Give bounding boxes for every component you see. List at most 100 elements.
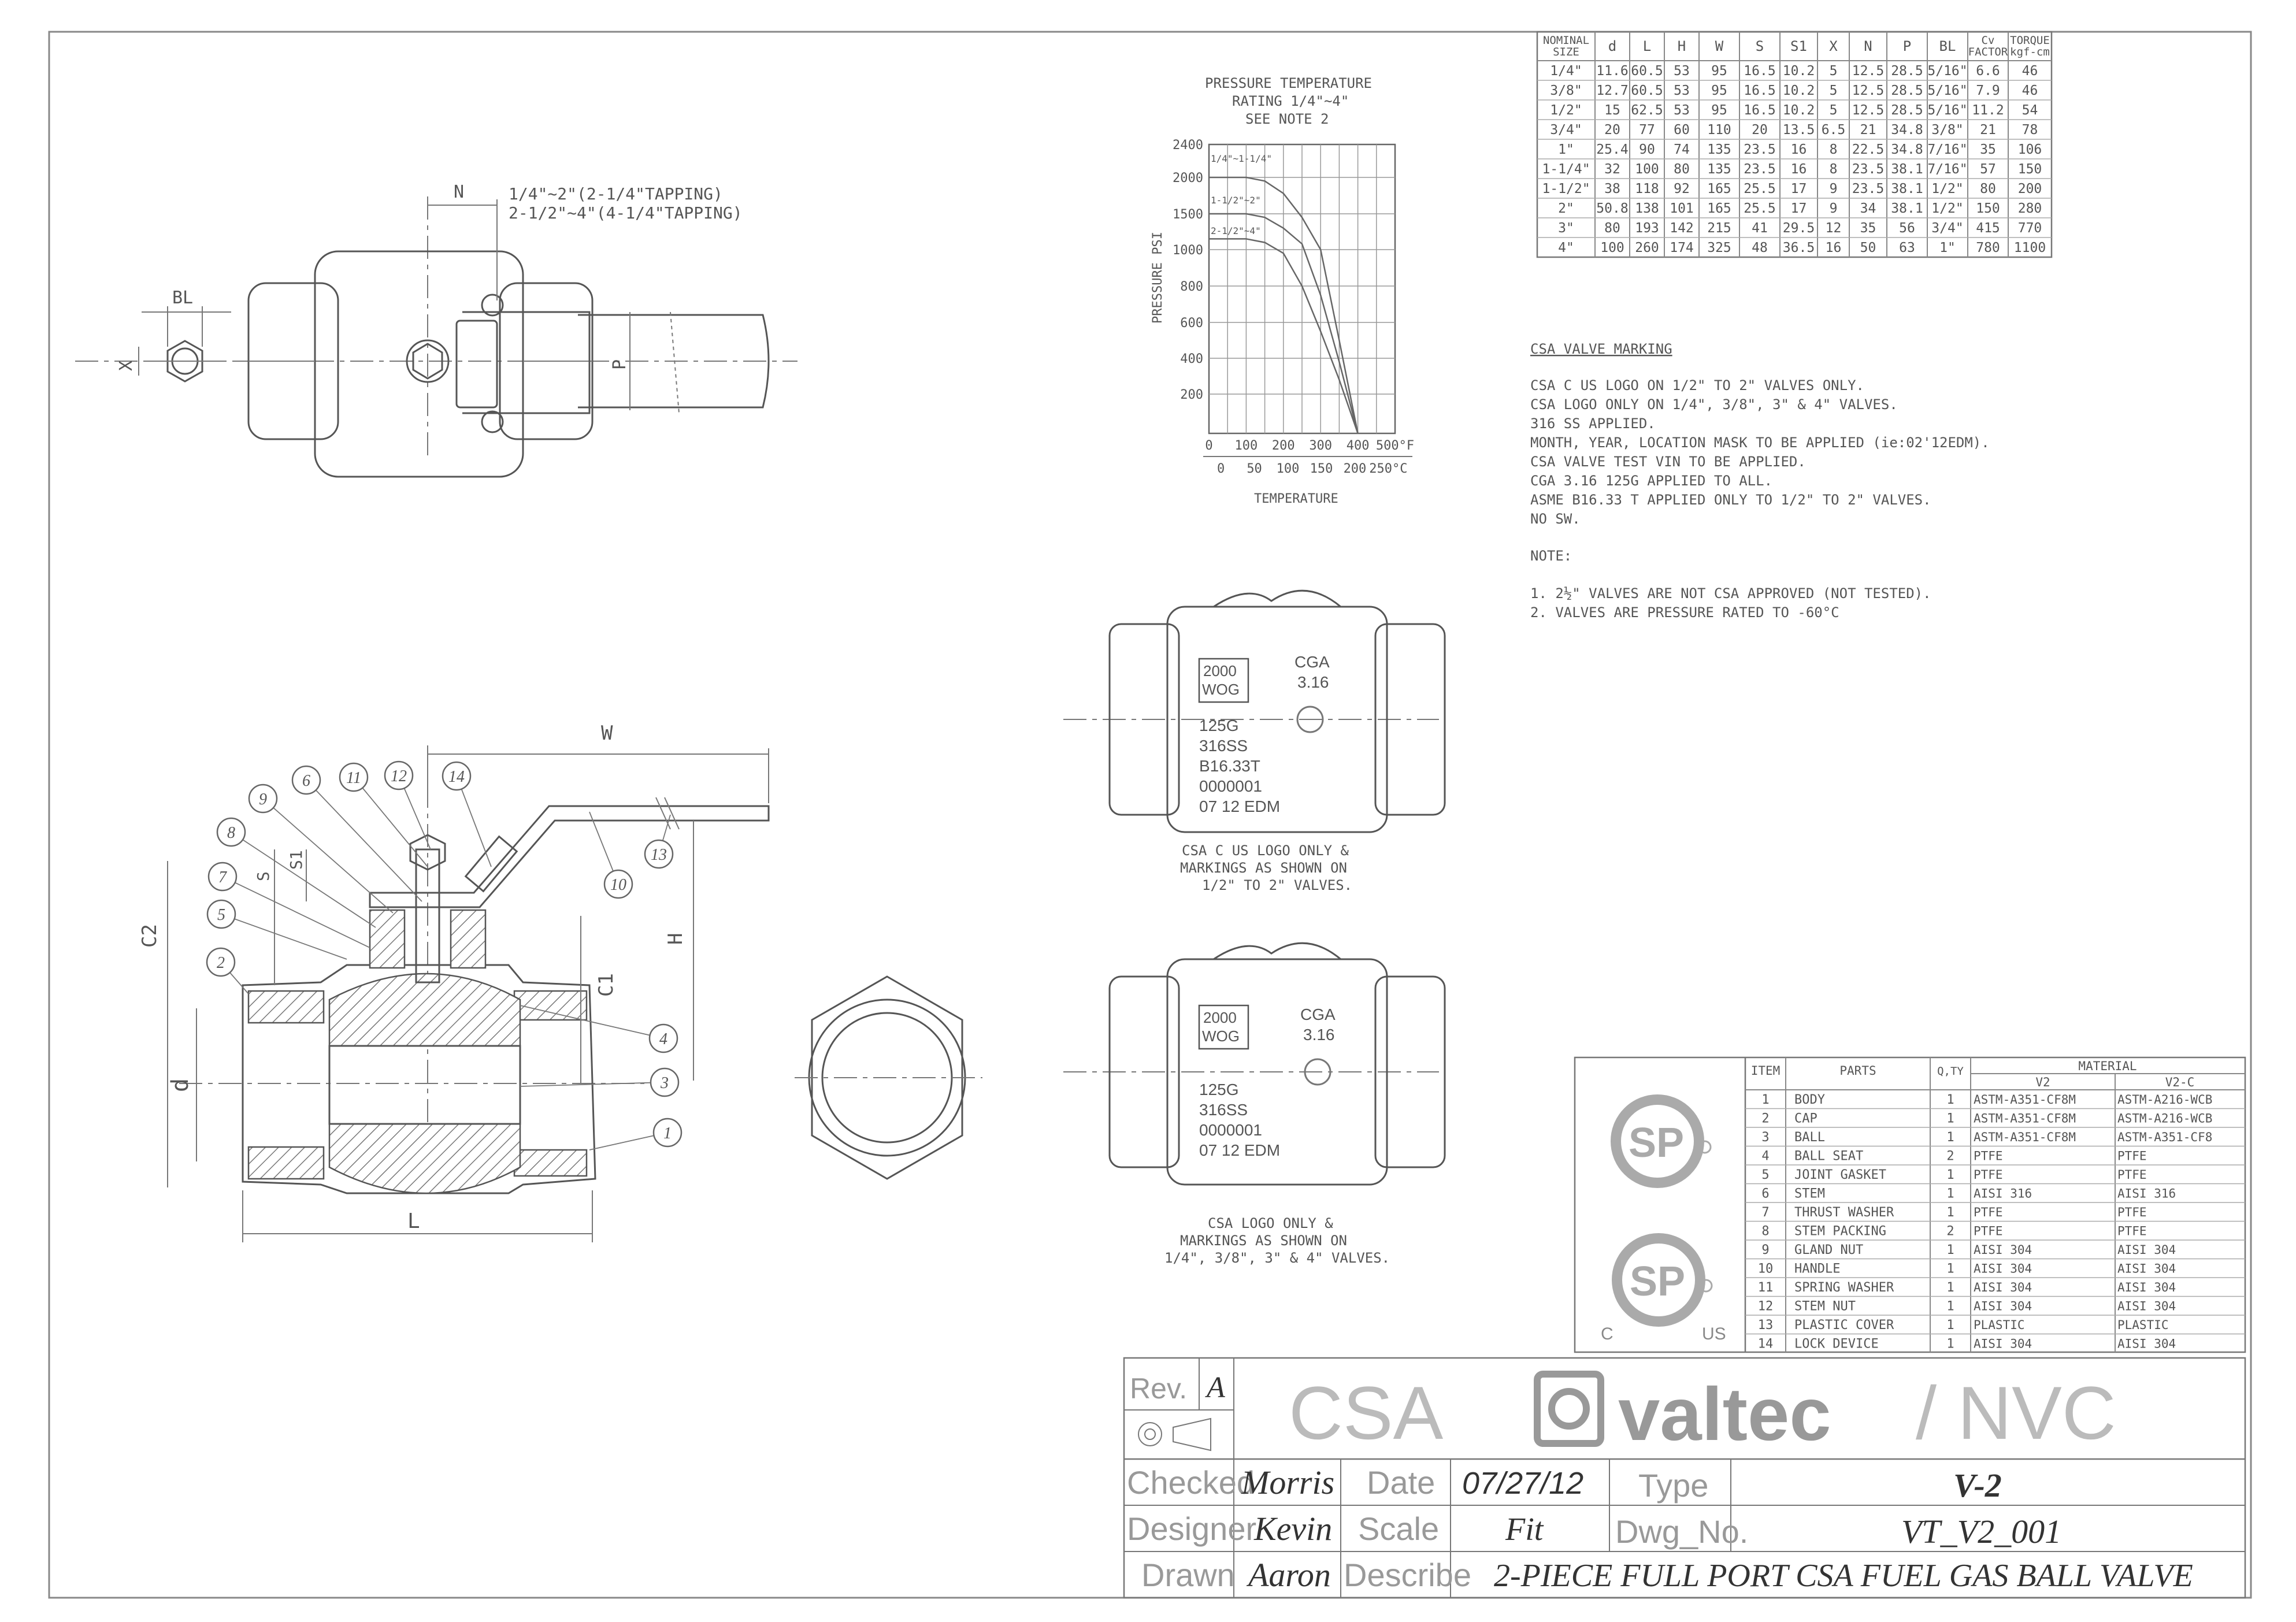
balloon-circle [206,899,236,929]
bom-cell-v2c: AISI 316 [2117,1187,2176,1201]
balloon-circle [650,1067,680,1097]
dim-C2: C2 [138,924,161,948]
balloon-leader [221,914,347,960]
dims-cell: 106 [2018,142,2042,157]
dims-cell: 215 [1707,221,1731,236]
balloon-leader [262,798,394,914]
dims-cell: 1" [1939,240,1956,255]
bom-cell-qty: 1 [1946,1337,1954,1352]
dims-cell: 174 [1670,240,1694,255]
bom-cell-qty: 2 [1946,1224,1954,1239]
marking-line-2: CSA LOGO ONLY ON 1/4", 3/8", 3" & 4" VAL… [1530,396,1898,413]
mark-1-line-1: 125G [1199,717,1239,734]
balloon-circle [206,947,236,977]
balloon-10: 10 [610,876,626,894]
bom-cell-v2: ASTM-A351-CF8M [1974,1093,2076,1107]
brand-nvc: / NVC [1916,1371,2116,1455]
mark-1-line-3: B16.33T [1199,757,1260,775]
dims-cell: 12 [1826,221,1842,236]
bom-cell-v2c: PTFE [2117,1205,2147,1219]
scale-label: Scale [1358,1510,1439,1547]
dims-cell: 8 [1830,162,1838,177]
tapping-note-1: 1/4"~2"(2-1/4"TAPPING) [509,184,723,203]
bom-cell-part: STEM [1794,1187,1825,1201]
pt-xtick-f: 0 [1205,439,1212,453]
dims-header-6: S1 [1790,38,1807,54]
dim-C1: C1 [595,973,618,997]
bom-cell-item: 8 [1761,1224,1769,1239]
balloon-12: 12 [391,767,407,785]
dims-cell: 46 [2022,83,2038,98]
balloon-6: 6 [302,772,310,790]
dims-cell: 60 [1674,123,1690,138]
balloon-9: 9 [259,790,267,808]
pt-chart-title-3: SEE NOTE 2 [1245,111,1329,127]
csa-cus-logo: SP C US [1601,1233,1726,1343]
rev-value: A [1205,1371,1225,1404]
balloon-8: 8 [227,824,235,842]
dims-cell: 32 [1604,162,1620,177]
bom-cell-v2: PTFE [1974,1168,2003,1182]
dims-cell: 21 [1980,123,1996,138]
pt-chart: PRESSURE TEMPERATURE RATING 1/4"~4" SEE … [1151,75,1414,506]
checked-label: Checked [1127,1464,1255,1501]
wog-box-2-line1: 2000 [1203,1009,1237,1026]
bom-cell-v2c: ASTM-A216-WCB [2117,1112,2212,1126]
dims-cell: 1-1/2" [1542,181,1590,196]
bom-header-v2c: V2-C [2165,1075,2195,1089]
balloon-2: 2 [217,954,225,972]
dims-cell: 7/16" [1927,142,1967,157]
dims-cell: 2" [1558,201,1574,216]
dims-cell: 1/2" [1550,103,1582,118]
dims-cell: 780 [1976,240,2000,255]
bom-cell-item: 12 [1758,1300,1774,1314]
bom-cell-qty: 1 [1946,1205,1954,1220]
bom-cell-part: GLAND NUT [1794,1243,1863,1257]
pt-ytick: 1000 [1173,243,1203,258]
dims-cell: 60.5 [1631,83,1663,98]
bom-cell-part: STEM PACKING [1794,1224,1886,1239]
dims-cell: 165 [1707,201,1731,216]
wog-box-2-line2: WOG [1202,1027,1240,1045]
csa-cus-logo-sp: SP [1630,1259,1685,1305]
wog-box-1 [1198,658,1249,703]
dims-cell: 77 [1639,123,1655,138]
dims-cell: 7.9 [1976,83,2000,98]
dims-header-10: BL [1939,38,1956,54]
dims-cell: 11.2 [1972,103,2004,118]
dims-cell: 9 [1830,201,1838,216]
wog-box-1-line1: 2000 [1203,662,1237,680]
pt-chart-ylabel: PRESSURE PSI [1151,232,1165,324]
dims-cell: 92 [1674,181,1690,196]
bom-cell-qty: 1 [1946,1280,1954,1295]
dims-cell: 6.6 [1976,64,2000,79]
type-value: V-2 [1953,1467,2002,1504]
pt-xtick-f: 500°F [1376,439,1414,453]
bom-cell-qty: 1 [1946,1187,1954,1201]
dim-P: P [610,359,630,370]
dims-cell: 9 [1830,181,1838,196]
dims-cell: 1100 [2014,240,2046,255]
dims-cell: 28.5 [1891,64,1923,79]
dims-cell: 48 [1752,240,1768,255]
dims-cell: 6.5 [1822,123,1846,138]
dims-cell: 53 [1674,103,1690,118]
mark-2-line-3: 0000001 [1199,1121,1262,1139]
bom-cell-item: 9 [1761,1243,1769,1257]
dim-H: H [664,933,687,945]
balloon-circle [207,862,238,892]
balloon-leader [353,777,428,867]
pt-xtick-f: 100 [1235,439,1258,453]
pt-series-3 [1209,238,1359,434]
dims-cell: 5 [1830,64,1838,79]
bom-cell-qty: 1 [1946,1130,1954,1145]
csa-logo-us: US [1702,1324,1726,1343]
dim-S: S [254,871,273,881]
dims-cell: 3" [1558,221,1574,236]
bom-cell-v2: PLASTIC [1974,1318,2025,1332]
marking-view-2: 2000 WOG CGA 3.16 125G 316SS 0000001 07 … [1063,942,1446,1266]
dims-cell: 63 [1899,240,1915,255]
